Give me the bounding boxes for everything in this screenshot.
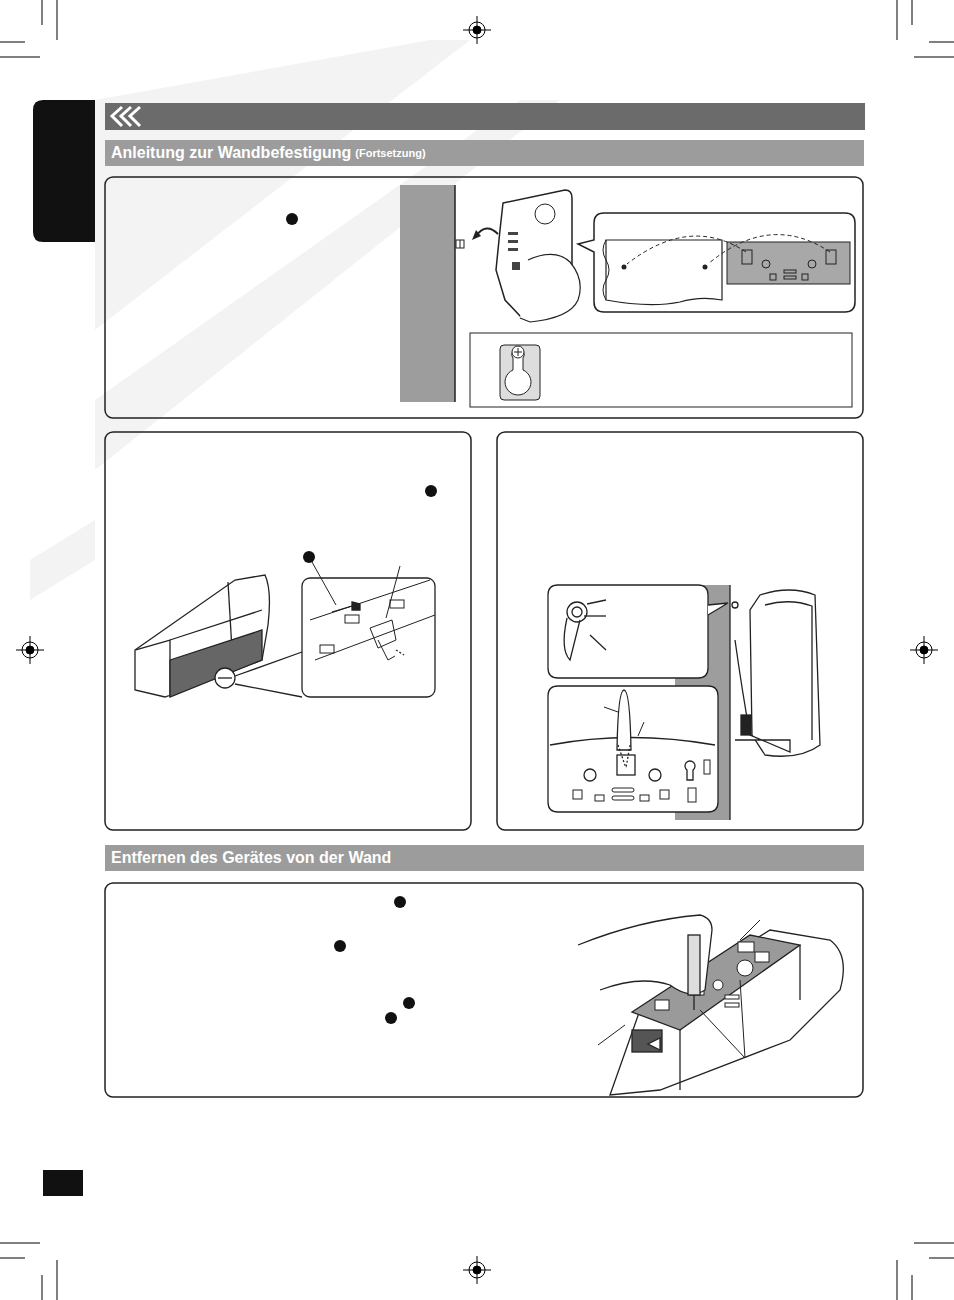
mounting-illustration [400,185,855,407]
top-bar [105,103,865,130]
language-tab [33,100,95,242]
hanging-illustration [548,585,820,820]
heading-suffix: (Fortsetzung) [355,147,425,159]
chevrons [112,107,140,126]
section-heading: Entfernen des Gerätes von der Wand [111,849,391,867]
page-number-box [43,1170,83,1196]
bracket-illustration [135,562,435,697]
registration-marks [16,16,938,1284]
removal-illustration [578,915,843,1095]
panels [105,177,863,1097]
section-heading: Anleitung zur Wandbefestigung [111,144,351,162]
section-band: Anleitung zur Wandbefestigung (Fortsetzun… [105,140,864,166]
section-band: Entfernen des Gerätes von der Wand [105,845,864,871]
